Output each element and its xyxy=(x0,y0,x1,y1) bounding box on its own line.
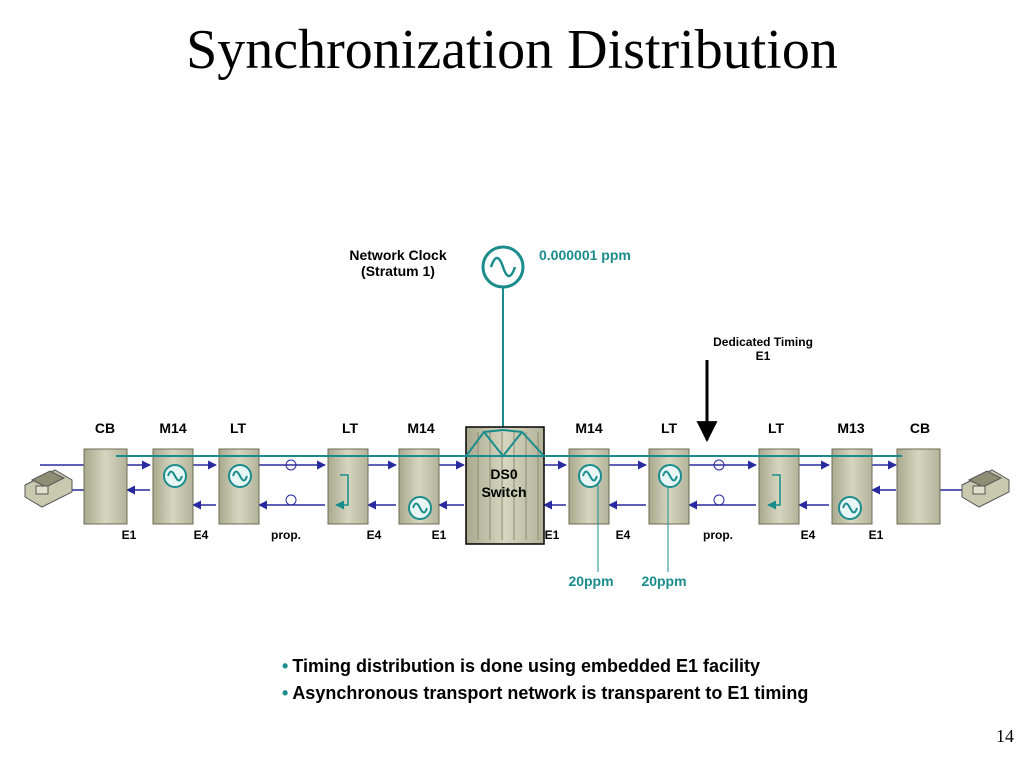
top-label: CB xyxy=(94,420,116,436)
bottom-label: E4 xyxy=(615,528,631,542)
ppm-right-label: 20ppm xyxy=(641,573,687,589)
cb-right-box xyxy=(896,448,941,525)
bullet-dot-icon: • xyxy=(282,656,289,676)
sine-icons xyxy=(167,256,858,514)
ppm-left-label: 20ppm xyxy=(568,573,614,589)
network-clock-label: Network Clock (Stratum 1) xyxy=(349,247,446,279)
dedicated-timing-label-line2: E1 xyxy=(755,349,771,363)
ds0-switch-label: DS0 Switch xyxy=(481,465,526,501)
bullet-list: •Timing distribution is done using embed… xyxy=(282,653,808,707)
bottom-label: E1 xyxy=(121,528,137,542)
bullet-item: •Timing distribution is done using embed… xyxy=(282,653,808,680)
bullet-text: Asynchronous transport network is transp… xyxy=(292,683,809,703)
clock-accuracy-label: 0.000001 ppm xyxy=(539,247,631,263)
bullet-text: Timing distribution is done using embedd… xyxy=(292,656,761,676)
top-label: LT xyxy=(341,420,359,436)
ds0-switch-label-line1: DS0 xyxy=(490,466,518,482)
top-label: LT xyxy=(229,420,247,436)
lt-left1-box xyxy=(218,448,260,525)
top-label: CB xyxy=(909,420,931,436)
bottom-label: E1 xyxy=(868,528,884,542)
top-label: M14 xyxy=(407,420,435,436)
bottom-label: prop. xyxy=(703,528,733,542)
top-label: LT xyxy=(767,420,785,436)
top-label: M14 xyxy=(575,420,603,436)
prop-circles xyxy=(285,459,725,506)
ds0-switch-label-line2: Switch xyxy=(481,484,527,500)
bullet-dot-icon: • xyxy=(282,683,289,703)
network-clock-label-line1: Network Clock xyxy=(349,247,447,263)
bottom-label: E4 xyxy=(800,528,816,542)
timing-line xyxy=(116,428,902,458)
top-label: M13 xyxy=(837,420,865,436)
cb-left-box xyxy=(83,448,128,525)
network-clock-label-line2: (Stratum 1) xyxy=(361,263,435,279)
bottom-label: E1 xyxy=(431,528,447,542)
bottom-label: E4 xyxy=(193,528,209,542)
bullet-item: •Asynchronous transport network is trans… xyxy=(282,680,808,707)
lt-right2-box xyxy=(758,448,800,525)
bottom-label: E4 xyxy=(366,528,382,542)
dedicated-timing-label: Dedicated Timing E1 xyxy=(713,335,813,363)
dedicated-timing-label-line1: Dedicated Timing xyxy=(713,335,813,349)
slide-title: Synchronization Distribution xyxy=(186,19,838,81)
phone-left-icon xyxy=(24,469,73,508)
top-label: M14 xyxy=(159,420,187,436)
bottom-label: E1 xyxy=(544,528,560,542)
bottom-label: prop. xyxy=(271,528,301,542)
top-label: LT xyxy=(660,420,678,436)
ds0-switch-box xyxy=(465,426,545,545)
page-number: 14 xyxy=(996,726,1014,746)
phone-right-icon xyxy=(961,469,1010,508)
